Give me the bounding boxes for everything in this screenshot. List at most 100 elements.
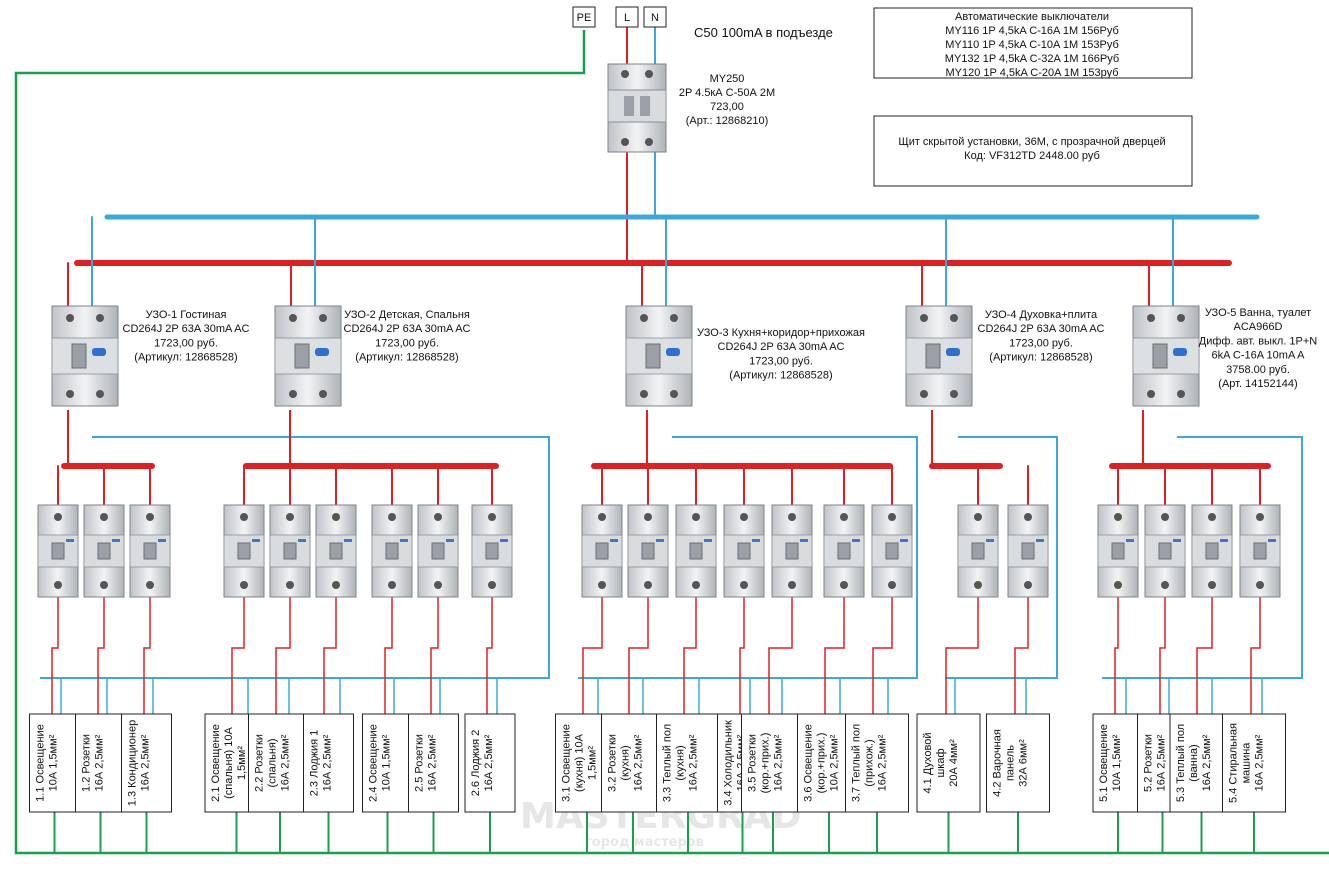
circuit-label-2-2-2: 16А 2,5мм² — [280, 734, 292, 791]
circuit-label-2-4-1: 10А 1,5мм² — [381, 734, 393, 791]
circuit-box-3-5 — [741, 713, 805, 813]
mcb-device — [627, 504, 669, 598]
rcd-label-2-1: CD264J 2P 63A 30mA AC — [344, 323, 471, 335]
terminal-screw — [645, 70, 653, 78]
circuit-label-4-2-0: 4.2 Варочная — [992, 729, 1004, 797]
rcd-device-2 — [274, 305, 342, 407]
mcb-device — [675, 504, 717, 598]
terminal-n: N — [651, 12, 659, 24]
mcb-device — [823, 504, 865, 598]
circuit-box-4-2 — [986, 713, 1050, 813]
circuit-label-5-4-2: 16А 2,5мм² — [1254, 734, 1266, 791]
panel-info-line-0: Щит скрытой установки, 36М, с прозрачной… — [898, 136, 1165, 148]
circuit-label-4-2-1: панель — [1005, 745, 1017, 781]
mcb-device — [871, 504, 913, 598]
circuit-label-3-7-2: 16А 2,5мм² — [877, 734, 889, 791]
circuit-label-1-2-0: 1.2 Розетки — [81, 734, 93, 792]
circuit-label-5-4-1: машина — [1241, 742, 1253, 784]
circuit-label-3-2-0: 3.2 Розетки — [607, 734, 619, 792]
circuit-phase — [1014, 597, 1029, 714]
circuit-label-3-2-1: (кухня) — [620, 745, 632, 780]
mcb-device — [581, 504, 623, 598]
terminal-pe: PE — [577, 12, 592, 24]
circuit-phase — [430, 597, 439, 714]
circuit-phase — [1159, 597, 1166, 714]
circuit-label-2-1-1: (спальня) 10А — [223, 726, 235, 798]
rcd-label-5-2: Дифф. авт. выкл. 1P+N — [1199, 335, 1318, 347]
rcd-label-4-1: CD264J 2P 63A 30mA AC — [978, 323, 1105, 335]
group-neutral-bus — [232, 436, 550, 679]
circuit-phase — [739, 597, 745, 714]
circuit-box-2-6 — [464, 713, 516, 813]
circuit-phase — [231, 597, 245, 714]
circuit-box-5-4 — [1222, 713, 1286, 813]
circuit-label-2-1-0: 2.1 Освещение — [210, 724, 222, 802]
mcb-device — [771, 504, 813, 598]
circuit-label-3-7-1: (прихож.) — [864, 739, 876, 786]
circuit-label-2-2-0: 2.2 Розетки — [254, 734, 266, 792]
watermark-subtitle: город мастеров — [585, 835, 704, 850]
circuit-label-5-3-1: (ванна) — [1188, 744, 1200, 781]
mcb-device — [1239, 504, 1281, 598]
circuit-label-3-1-0: 3.1 Освещение — [561, 724, 573, 802]
circuit-label-3-3-0: 3.3 Теплый пол — [662, 724, 674, 802]
circuit-label-1-3-0: 1.3 Кондиционер — [127, 720, 139, 806]
rcd-device-3 — [625, 305, 693, 407]
circuit-label-3-5-2: 16А 2,5мм² — [773, 734, 785, 791]
circuit-label-1-2-1: 16А 2,5мм² — [94, 734, 106, 791]
breakers-info-line-4: MY120 1P 4,5kA C-20A 1M 153руб — [945, 67, 1118, 79]
terminal-n-box — [643, 6, 667, 28]
circuit-label-3-3-1: (кухня) — [675, 745, 687, 780]
terminal-pe-box — [572, 6, 596, 28]
circuit-label-5-2-0: 5.2 Розетки — [1143, 734, 1155, 792]
rcd-label-5-1: ACA966D — [1234, 321, 1283, 333]
breakers-info-line-3: MY132 1P 4,5kA C-32A 1M 166Руб — [945, 53, 1119, 65]
devices — [37, 63, 1281, 598]
rcd-label-5-3: 6kA C-16A 10mA A — [1212, 350, 1306, 362]
circuit-phase — [1114, 597, 1119, 714]
rcd-label-3-1: CD264J 2P 63A 30mA AC — [718, 341, 845, 353]
mcb-device — [417, 504, 459, 598]
mcb-device — [83, 504, 125, 598]
circuit-label-3-5-1: (кор.+прих.) — [760, 733, 772, 794]
circuit-label-3-6-2: 10А 2,5мм² — [829, 734, 841, 791]
circuit-label-2-5-1: 16А 2,5мм² — [427, 734, 439, 791]
circuit-phase — [1250, 597, 1261, 714]
circuit-phase — [768, 597, 793, 714]
circuit-label-1-1-0: 1.1 Освещение — [35, 724, 47, 802]
breakers-info-line-1: MY116 1P 4,5kA C-16A 1M 156Руб — [945, 25, 1119, 37]
mcb-device — [129, 504, 171, 598]
circuit-label-3-7-0: 3.7 Теплый пол — [851, 724, 863, 802]
rcd-label-4-3: (Артикул: 12868528) — [989, 352, 1092, 364]
terminal-screw — [621, 138, 629, 146]
mcb-device — [315, 504, 357, 598]
mcb-device — [1097, 504, 1139, 598]
circuit-box-2-3 — [303, 713, 354, 813]
mcb-device — [37, 504, 79, 598]
circuit-box-1-3 — [121, 713, 172, 813]
mcb-device — [957, 504, 999, 598]
rcd-label-1-3: (Артикул: 12868528) — [134, 352, 237, 364]
circuit-phase — [143, 597, 151, 714]
circuit-label-3-4-0: 3.4 Холодильник — [723, 720, 735, 806]
circuit-label-2-1-2: 1,5мм² — [236, 746, 248, 780]
group-neutral-bus — [945, 436, 1058, 679]
breakers-info-box — [873, 7, 1193, 79]
rcd-device-5 — [1132, 305, 1200, 407]
rcd-label-5-5: (Арт. 14152144) — [1218, 378, 1297, 390]
circuit-label-2-4-0: 2.4 Освещение — [368, 724, 380, 802]
rcd-label-3-0: УЗО-3 Кухня+коридор+прихожая — [697, 327, 865, 339]
circuit-phase — [384, 597, 393, 714]
circuit-phase — [486, 597, 493, 714]
panel-info-line-1: Код: VF312TD 2448.00 руб — [964, 150, 1100, 162]
breakers-info-line-0: Автоматические выключатели — [955, 11, 1109, 23]
circuit-label-2-5-0: 2.5 Розетки — [414, 734, 426, 792]
rcd-device-1 — [51, 305, 119, 407]
circuit-phase — [628, 597, 649, 714]
circuit-label-5-1-1: 10А 1,5мм² — [1111, 734, 1123, 791]
terminal-l: L — [624, 12, 630, 24]
main-breaker-label-1: 2P 4.5кА С-50А 2М — [679, 87, 775, 99]
mcb-device — [471, 504, 513, 598]
circuit-phase — [824, 597, 845, 714]
terminal-screw — [621, 70, 629, 78]
